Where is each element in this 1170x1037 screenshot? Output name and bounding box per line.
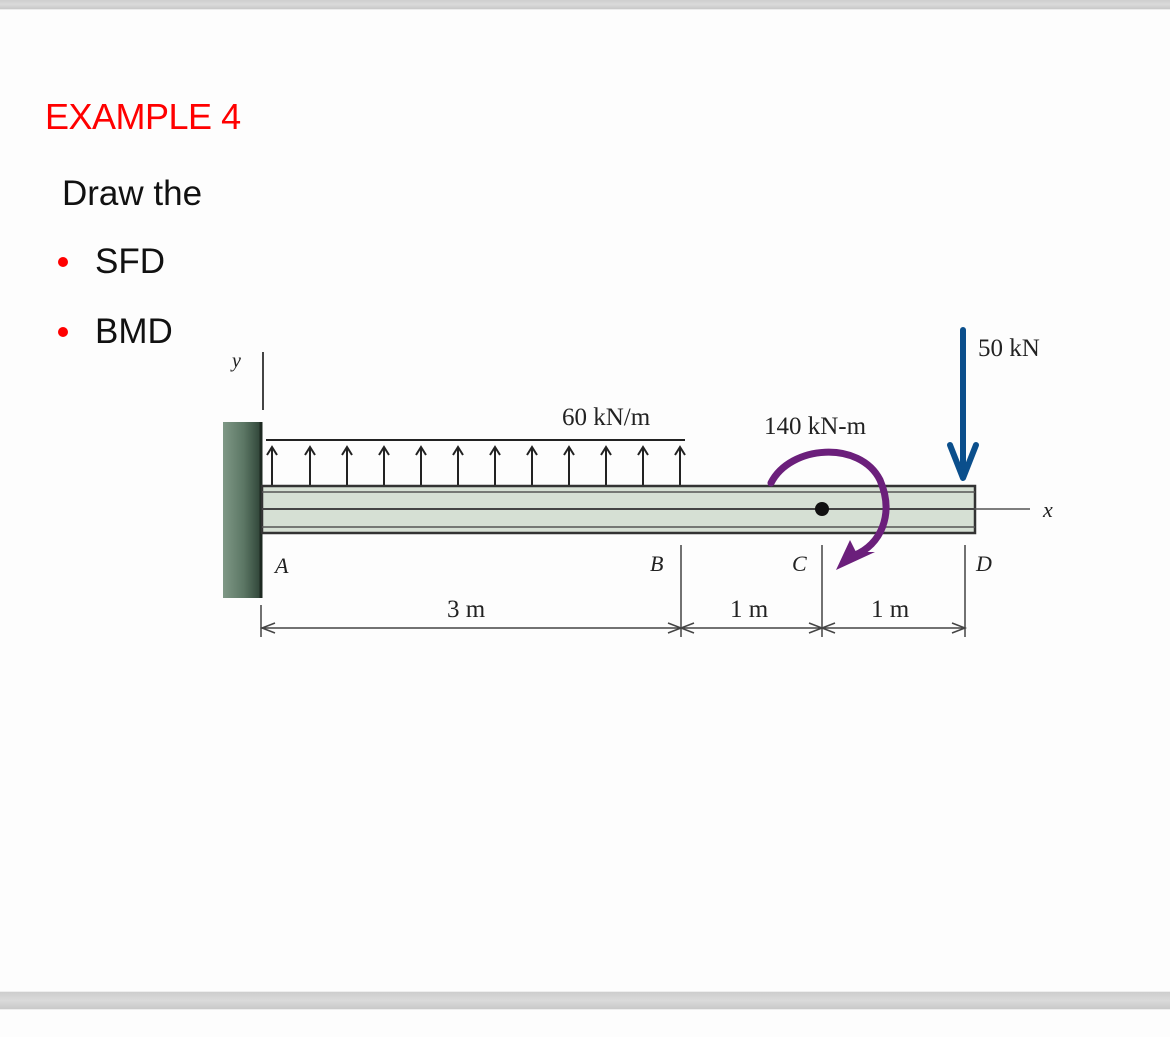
slide-title: EXAMPLE 4 xyxy=(45,96,241,137)
task-label: BMD xyxy=(95,312,173,351)
dimension-cd-label: 1 m xyxy=(871,596,910,623)
task-list: SFD BMD xyxy=(55,244,173,384)
fixed-support-wall xyxy=(223,422,263,598)
task-item-bmd: BMD xyxy=(55,314,173,349)
point-label-c: C xyxy=(792,551,807,576)
bullet-icon xyxy=(58,327,68,337)
bullet-icon xyxy=(58,257,68,267)
moment-arrow-icon xyxy=(767,448,890,570)
dimension-bc-label: 1 m xyxy=(730,596,769,623)
point-label-d: D xyxy=(975,551,992,576)
moment-label: 140 kN-m xyxy=(764,413,867,440)
x-axis-label: x xyxy=(1042,497,1053,522)
up-arrow-icon xyxy=(266,445,686,485)
dimension-ab-label: 3 m xyxy=(447,596,486,623)
task-label: SFD xyxy=(95,242,165,281)
beam xyxy=(260,484,977,535)
bottom-scroll-bar xyxy=(0,991,1170,1010)
top-scroll-bar xyxy=(0,0,1170,10)
point-load-arrow-icon xyxy=(947,327,979,481)
dimension-lines xyxy=(259,545,968,637)
task-item-sfd: SFD xyxy=(55,244,173,279)
x-axis: x xyxy=(975,497,1053,522)
distributed-load xyxy=(266,439,686,485)
y-axis: y xyxy=(230,350,264,410)
distributed-load-label: 60 kN/m xyxy=(562,404,651,431)
y-axis-label: y xyxy=(230,350,241,372)
instruction-text: Draw the xyxy=(62,174,203,213)
point-c-marker xyxy=(815,502,829,516)
point-label-a: A xyxy=(273,553,289,578)
point-label-b: B xyxy=(650,551,663,576)
point-load-label: 50 kN xyxy=(978,335,1040,362)
